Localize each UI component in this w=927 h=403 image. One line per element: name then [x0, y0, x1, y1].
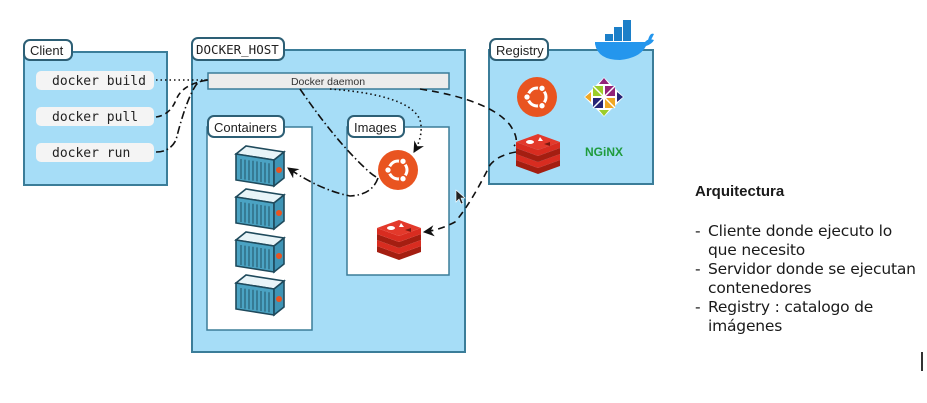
redis-image-icon[interactable]	[377, 220, 421, 260]
registry-title: Registry	[496, 43, 544, 58]
ubuntu-image-icon[interactable]	[376, 148, 420, 192]
notes-panel: Arquitectura Cliente donde ejecuto lo qu…	[695, 183, 925, 336]
registry-to-image-connector	[422, 151, 517, 237]
client-panel: Client docker build docker pull docker r…	[23, 39, 168, 186]
build-to-image-connector	[329, 88, 424, 153]
text-cursor	[921, 352, 923, 371]
command-label: docker build	[52, 74, 146, 89]
run-to-image-connector	[299, 88, 379, 179]
pull-connector	[155, 79, 209, 118]
containers-title-tab	[207, 115, 285, 138]
container-icon[interactable]	[235, 145, 285, 187]
command-label: docker pull	[52, 110, 138, 125]
centos-registry-icon[interactable]	[584, 77, 624, 117]
run-connector	[155, 79, 209, 153]
redis-registry-icon[interactable]	[516, 134, 560, 174]
registry-panel: Registry NGiNX	[488, 20, 654, 185]
container-icon[interactable]	[235, 274, 285, 316]
client-title-tab	[23, 39, 73, 61]
docker-daemon-label: Docker daemon	[291, 76, 365, 88]
docker-host-panel: DOCKER_HOST Docker daemon Containers Ima…	[191, 37, 466, 353]
notes-item: Registry : catalogo de imágenes	[695, 298, 925, 336]
containers-title: Containers	[214, 120, 277, 135]
mouse-pointer-icon	[455, 189, 466, 205]
command-docker-pull[interactable]: docker pull	[36, 107, 154, 126]
client-title: Client	[30, 43, 64, 58]
containers-panel: Containers	[206, 115, 313, 331]
container-icon[interactable]	[235, 231, 285, 273]
docker-host-title-tab	[191, 37, 285, 61]
images-title-tab	[347, 115, 405, 138]
command-docker-run[interactable]: docker run	[36, 143, 154, 162]
notes-title: Arquitectura	[695, 183, 785, 200]
images-title: Images	[354, 120, 397, 135]
container-icon[interactable]	[235, 188, 285, 230]
docker-whale-icon	[595, 20, 654, 60]
notes-item: Cliente donde ejecuto lo que necesito	[695, 222, 925, 260]
notes-item: Servidor donde se ejecutan contenedores	[695, 260, 925, 298]
nginx-registry-icon[interactable]: NGiNX	[585, 145, 623, 159]
registry-title-tab	[489, 38, 549, 61]
notes-list: Cliente donde ejecuto lo que necesito Se…	[695, 222, 925, 336]
image-to-container-connector	[287, 167, 379, 197]
command-label: docker run	[52, 146, 130, 161]
connectors	[155, 79, 518, 237]
command-docker-build[interactable]: docker build	[36, 71, 154, 90]
docker-daemon-bar[interactable]: Docker daemon	[207, 72, 450, 90]
ubuntu-registry-icon[interactable]	[515, 75, 559, 119]
images-panel: Images	[346, 115, 450, 276]
docker-host-title: DOCKER_HOST	[196, 42, 279, 57]
